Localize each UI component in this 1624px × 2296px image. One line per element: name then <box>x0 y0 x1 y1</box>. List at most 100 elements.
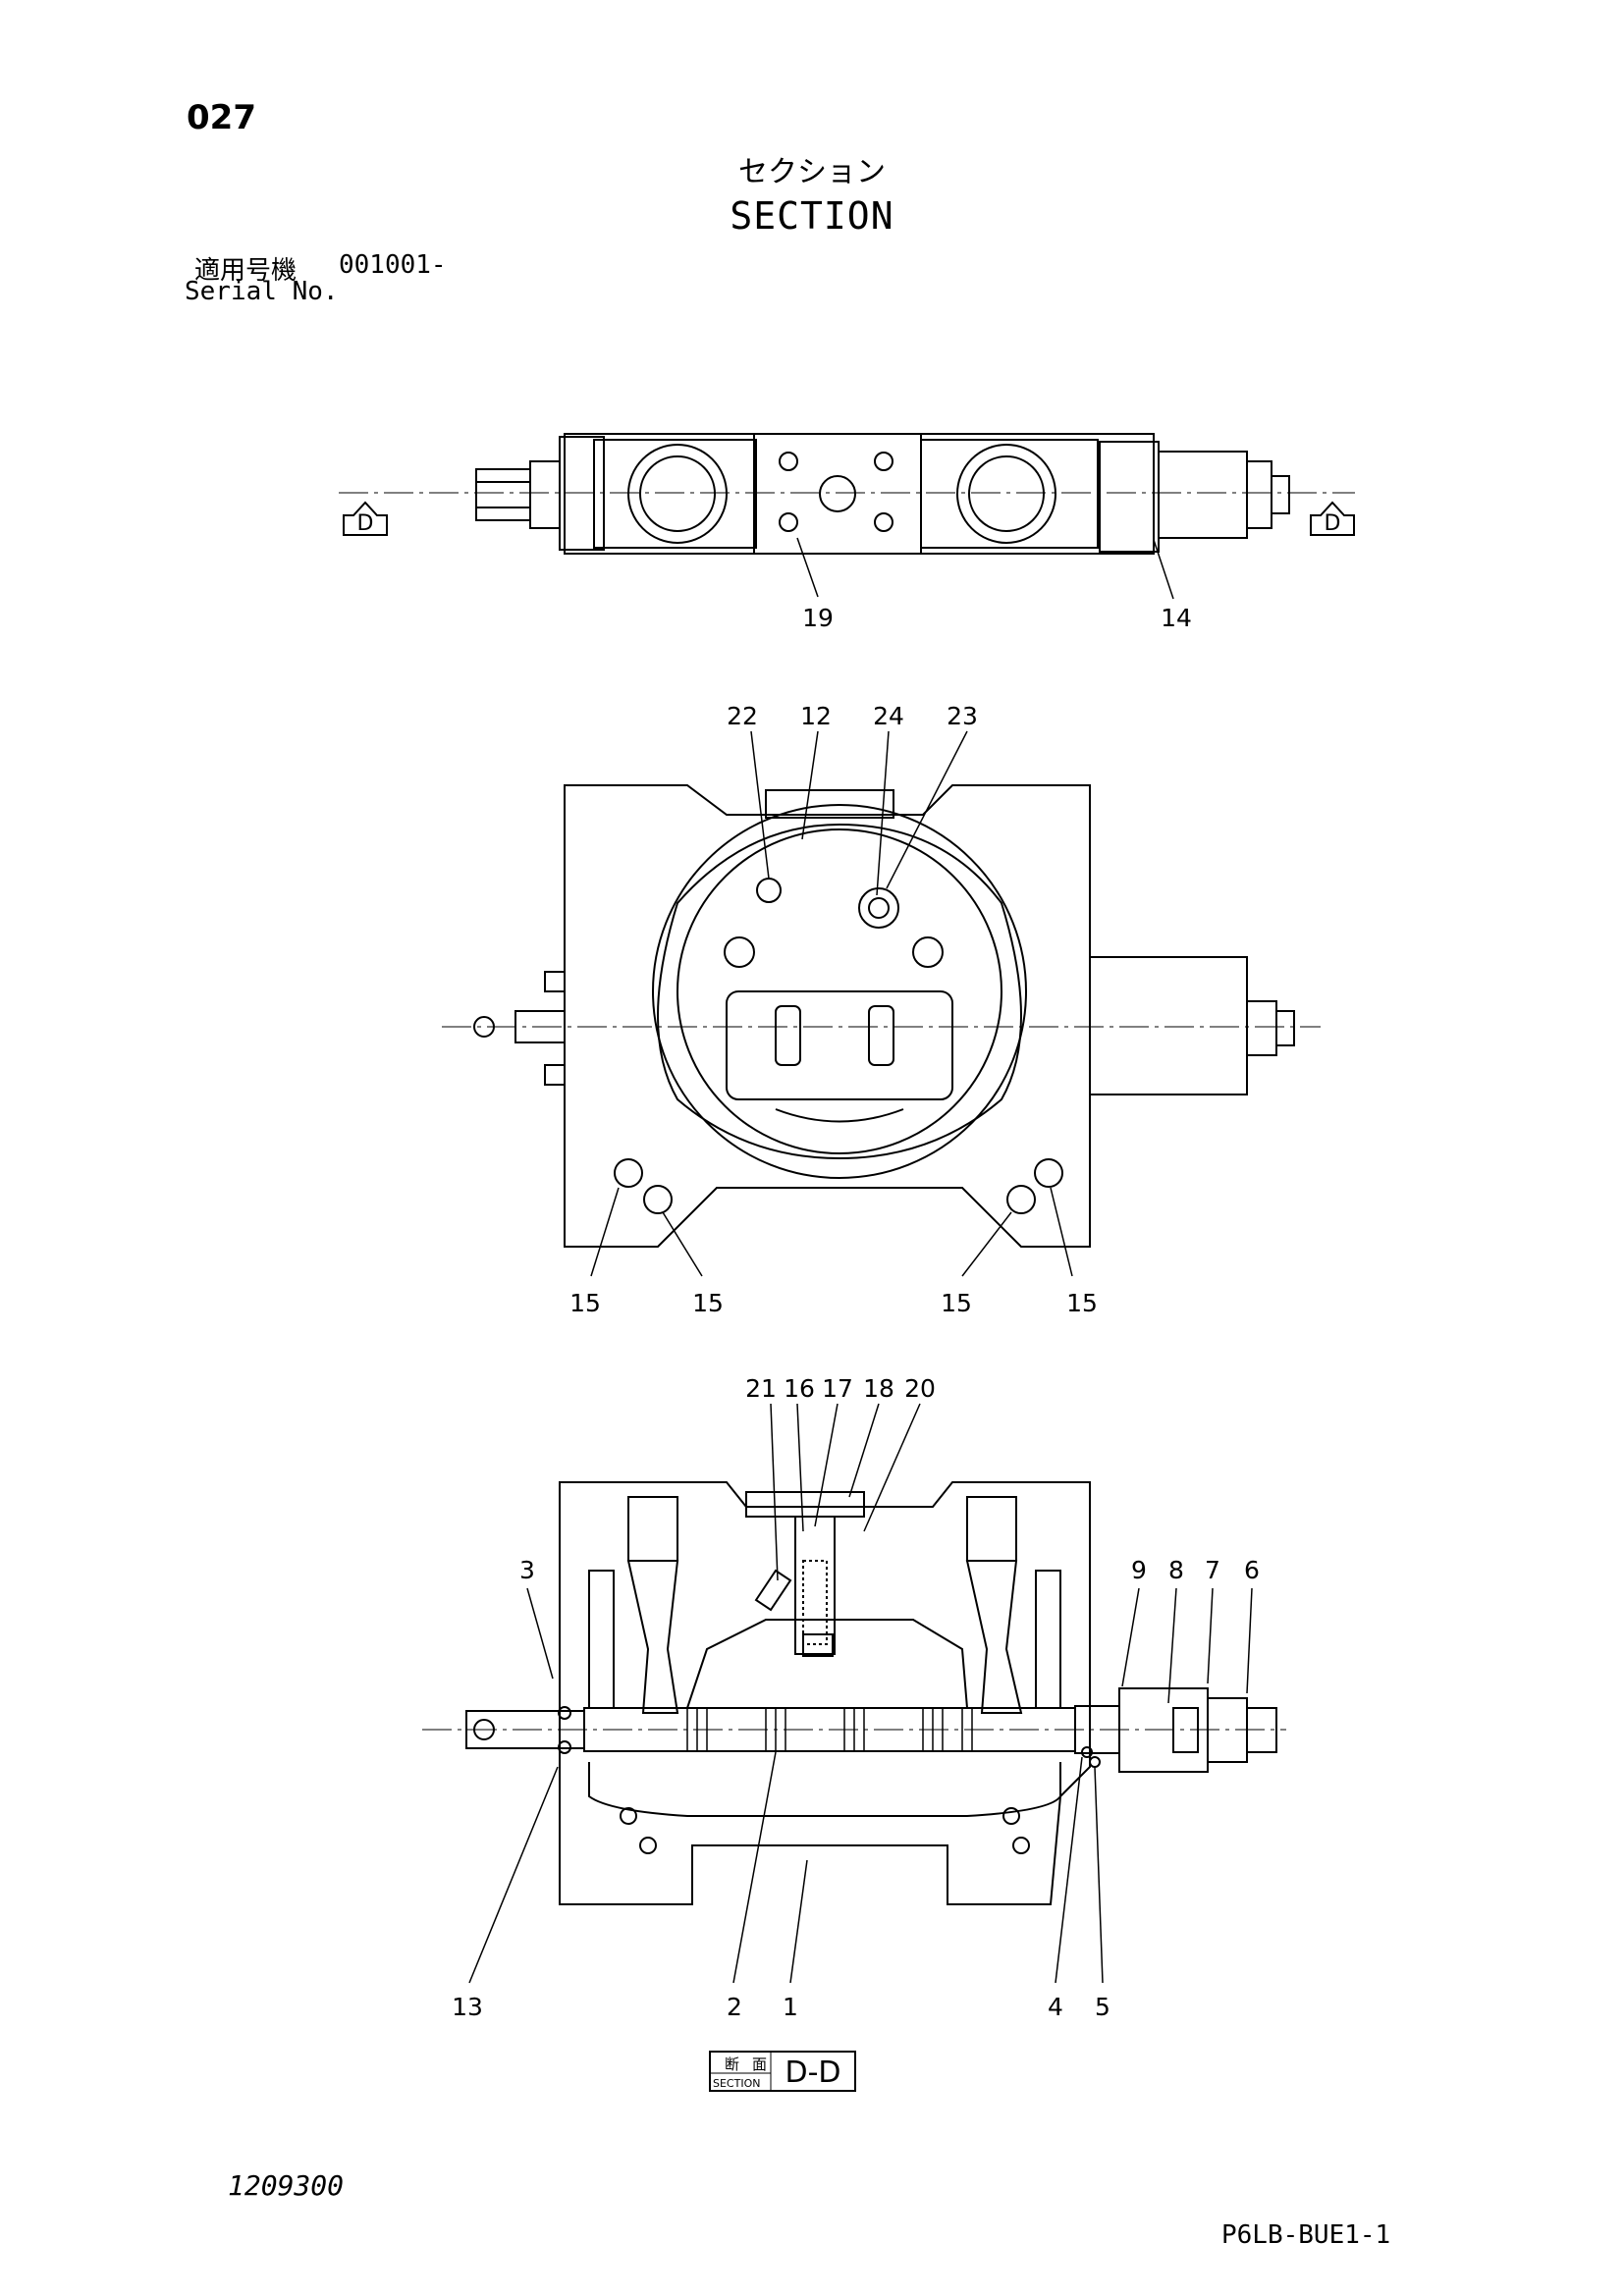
callout-2: 2 <box>727 1993 742 2021</box>
front-spool-slot <box>775 1005 801 1066</box>
callout-16: 16 <box>784 1374 815 1403</box>
top-nut-tip <box>1271 475 1290 514</box>
front-nut <box>1246 1000 1277 1056</box>
top-port-right-inner <box>968 455 1045 532</box>
section-cap-bolt <box>1246 1707 1277 1753</box>
callout-6: 6 <box>1244 1556 1260 1584</box>
serial-label-japanese: 適用号機 <box>194 256 298 286</box>
section-spool-lands <box>686 1708 973 1751</box>
title-japanese: セクション <box>738 155 886 189</box>
top-bolt <box>874 452 893 471</box>
section-passage <box>626 1560 679 1714</box>
top-port-block-left <box>593 439 757 549</box>
section-label-jp-1: 断 <box>725 2056 739 2073</box>
callout-22: 22 <box>727 702 758 730</box>
top-cap-right <box>1158 451 1248 539</box>
section-pocket <box>966 1496 1017 1562</box>
title-english: SECTION <box>730 194 894 238</box>
callout-7: 7 <box>1205 1556 1220 1584</box>
front-valve-body <box>564 784 1091 1248</box>
section-cap <box>745 1491 865 1518</box>
section-valve-body <box>559 1481 1091 1905</box>
section-lower-passage <box>588 1762 1061 1817</box>
front-arc <box>775 1108 904 1123</box>
callout-15: 15 <box>1066 1289 1098 1317</box>
top-bolt <box>779 512 798 532</box>
front-flange-outline <box>657 823 1022 1160</box>
section-small-hole <box>1012 1837 1030 1854</box>
callout-13: 13 <box>452 1993 483 2021</box>
section-spring <box>1172 1707 1199 1753</box>
callout-20: 20 <box>904 1374 936 1403</box>
callout-15: 15 <box>941 1289 972 1317</box>
leader-5 <box>1094 1766 1104 1984</box>
front-mount-hole <box>643 1185 673 1214</box>
leader-17 <box>814 1403 839 1527</box>
page-number: 027 <box>187 98 256 137</box>
section-marker-left <box>343 501 388 536</box>
front-clevis-pin <box>473 1016 495 1038</box>
leader-19 <box>796 537 819 598</box>
leader-18 <box>848 1403 880 1498</box>
section-oring <box>1081 1746 1093 1758</box>
section-plug <box>754 1569 792 1612</box>
callout-12: 12 <box>800 702 832 730</box>
section-marker-right-label: D <box>1325 511 1341 536</box>
top-flange-right <box>1099 441 1160 553</box>
front-bore <box>652 804 1027 1179</box>
callout-17: 17 <box>822 1374 853 1403</box>
front-bore-inner <box>677 828 1002 1154</box>
section-small-hole <box>620 1807 637 1825</box>
top-nut <box>1246 460 1272 529</box>
section-channel <box>588 1570 615 1709</box>
section-view <box>422 1403 1286 2092</box>
section-label-en: SECTION <box>713 2077 760 2090</box>
section-marker-left-label: D <box>357 511 374 536</box>
leader-7 <box>1207 1587 1214 1684</box>
callout-21: 21 <box>745 1374 777 1403</box>
section-label-view: D-D <box>785 2056 840 2090</box>
section-oring <box>558 1706 571 1720</box>
front-hole <box>756 878 782 903</box>
leader-4 <box>1055 1756 1083 1984</box>
leader-15 <box>590 1187 620 1277</box>
leader-8 <box>1167 1587 1177 1704</box>
callout-8: 8 <box>1168 1556 1184 1584</box>
top-port-block-right <box>920 439 1099 549</box>
front-bolt <box>724 936 755 968</box>
sheet-code: P6LB-BUE1-1 <box>1221 2220 1391 2250</box>
section-label-jp-2: 面 <box>752 2056 767 2073</box>
front-top-cap <box>765 789 894 819</box>
section-passage <box>965 1560 1023 1714</box>
top-port-right <box>956 444 1056 544</box>
top-port-left <box>627 444 728 544</box>
top-bolt <box>874 512 893 532</box>
leader-15 <box>1050 1187 1073 1277</box>
callout-4: 4 <box>1048 1993 1063 2021</box>
callout-15: 15 <box>569 1289 601 1317</box>
callout-18: 18 <box>863 1374 894 1403</box>
section-channel <box>1035 1570 1061 1709</box>
front-plug-inner <box>868 897 890 919</box>
leader-12 <box>801 730 819 840</box>
top-cap-left <box>529 460 561 529</box>
front-mount-hole <box>1034 1158 1063 1188</box>
front-view <box>442 730 1321 1277</box>
front-spool-slot <box>868 1005 894 1066</box>
front-mount-hole <box>1006 1185 1036 1214</box>
callout-19: 19 <box>802 604 834 632</box>
leader-6 <box>1246 1587 1253 1694</box>
callout-3: 3 <box>519 1556 535 1584</box>
section-small-hole <box>639 1837 657 1854</box>
leader-24 <box>876 730 890 896</box>
callout-5: 5 <box>1095 1993 1110 2021</box>
front-boss <box>544 1064 566 1086</box>
front-nut-tip <box>1275 1010 1295 1046</box>
section-small-hole <box>1002 1807 1020 1825</box>
leader-2 <box>732 1751 777 1984</box>
section-oring <box>558 1740 571 1754</box>
leader-9 <box>1121 1587 1140 1687</box>
front-boss <box>544 971 566 992</box>
serial-label-english: Serial No. <box>185 277 339 306</box>
top-view <box>339 433 1355 600</box>
